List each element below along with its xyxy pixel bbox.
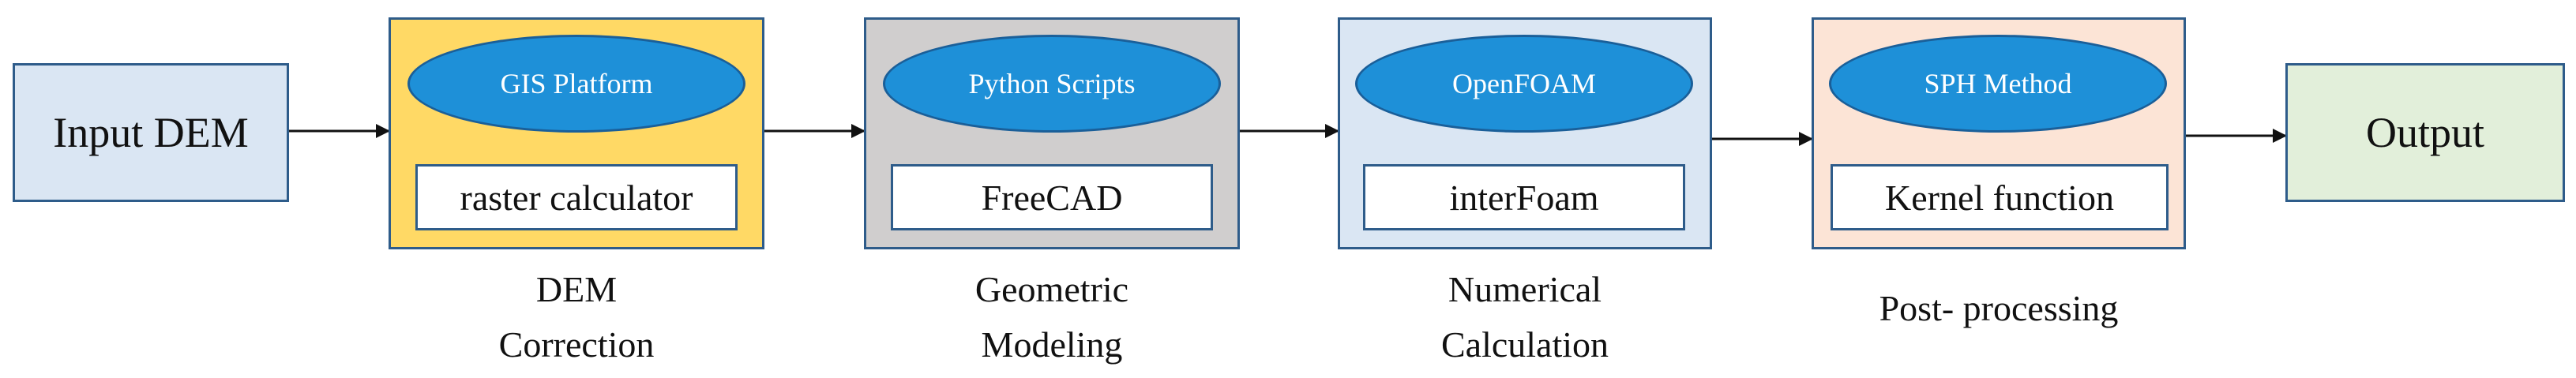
tool-box-freecad: FreeCAD [891, 164, 1213, 230]
stage-caption-numerical-calculation: Numerical Calculation [1440, 269, 1609, 365]
tool-label: FreeCAD [981, 177, 1123, 218]
tool-box-raster-calculator: raster calculator [415, 164, 738, 230]
tool-box-kernel-function: Kernel function [1831, 164, 2169, 230]
output-label: Output [2365, 109, 2484, 156]
tool-label: Kernel function [1885, 177, 2114, 218]
tool-box-interfoam: interFoam [1363, 164, 1685, 230]
tool-label: raster calculator [460, 177, 693, 218]
stage-caption-geometric-modeling: Geometric Modeling [974, 269, 1129, 365]
method-ellipse-openfoam: OpenFOAM [1355, 35, 1693, 133]
output-node: Output [2285, 63, 2565, 202]
method-label: GIS Platform [500, 68, 653, 99]
input-label: Input DEM [53, 109, 249, 156]
stage-caption-dem-correction: DEM Correction [498, 269, 655, 365]
stage-caption-post-processing: Post- processing [1879, 288, 2119, 328]
method-label: SPH Method [1924, 68, 2072, 99]
method-label: OpenFOAM [1451, 68, 1596, 99]
method-ellipse-sph-method: SPH Method [1829, 35, 2167, 133]
method-ellipse-python-scripts: Python Scripts [883, 35, 1221, 133]
method-label: Python Scripts [968, 68, 1136, 99]
input-node: Input DEM [13, 63, 289, 202]
method-ellipse-gis-platform: GIS Platform [407, 35, 745, 133]
tool-label: interFoam [1449, 177, 1599, 218]
